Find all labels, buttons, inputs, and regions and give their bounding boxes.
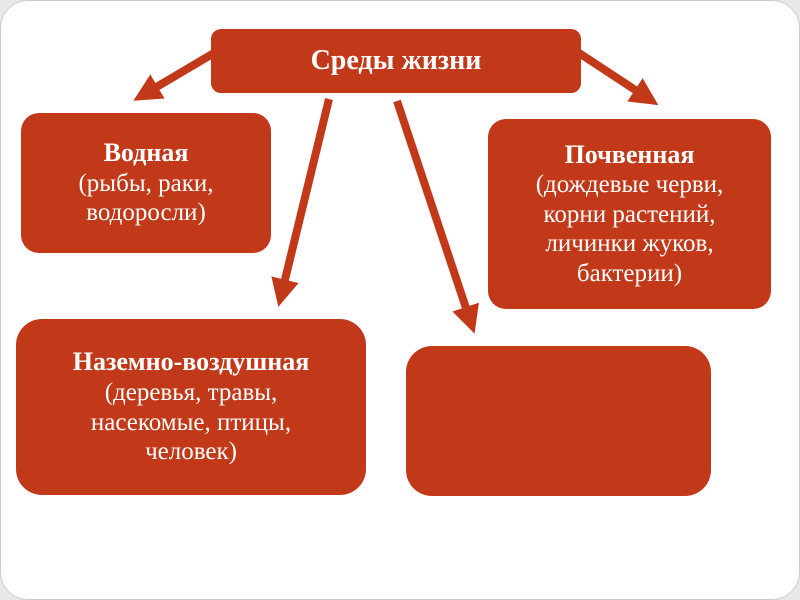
diagram-title-node: Среды жизни (211, 29, 581, 93)
arrow-to-empty (393, 99, 479, 334)
node-soil-line: личинки жуков, (545, 230, 714, 258)
node-ground-air-title: Наземно-воздушная (72, 347, 310, 377)
arrow-to-ground-air (271, 98, 333, 307)
diagram-title: Среды жизни (310, 45, 482, 77)
node-soil-line: бактерии) (576, 259, 683, 287)
node-empty (406, 346, 711, 496)
arrow-to-water (133, 49, 217, 101)
node-ground-air-line: насекомые, птицы, (90, 408, 292, 436)
node-water-title: Водная (103, 138, 189, 168)
arrow-to-soil (576, 49, 659, 106)
node-ground-air-line: (деревья, травы, (104, 379, 278, 407)
node-ground-air: Наземно-воздушная (деревья, травы, насек… (16, 319, 366, 495)
node-water-line: водоросли) (86, 199, 206, 227)
node-water-line: (рыбы, раки, (78, 169, 214, 197)
node-soil-line: (дождевые черви, (535, 171, 724, 199)
node-soil-line: корни растений, (543, 200, 716, 228)
node-soil-title: Почвенная (564, 139, 695, 169)
node-soil: Почвенная (дождевые черви, корни растени… (488, 119, 771, 309)
node-water: Водная (рыбы, раки, водоросли) (21, 113, 271, 253)
node-ground-air-line: человек) (145, 438, 237, 466)
